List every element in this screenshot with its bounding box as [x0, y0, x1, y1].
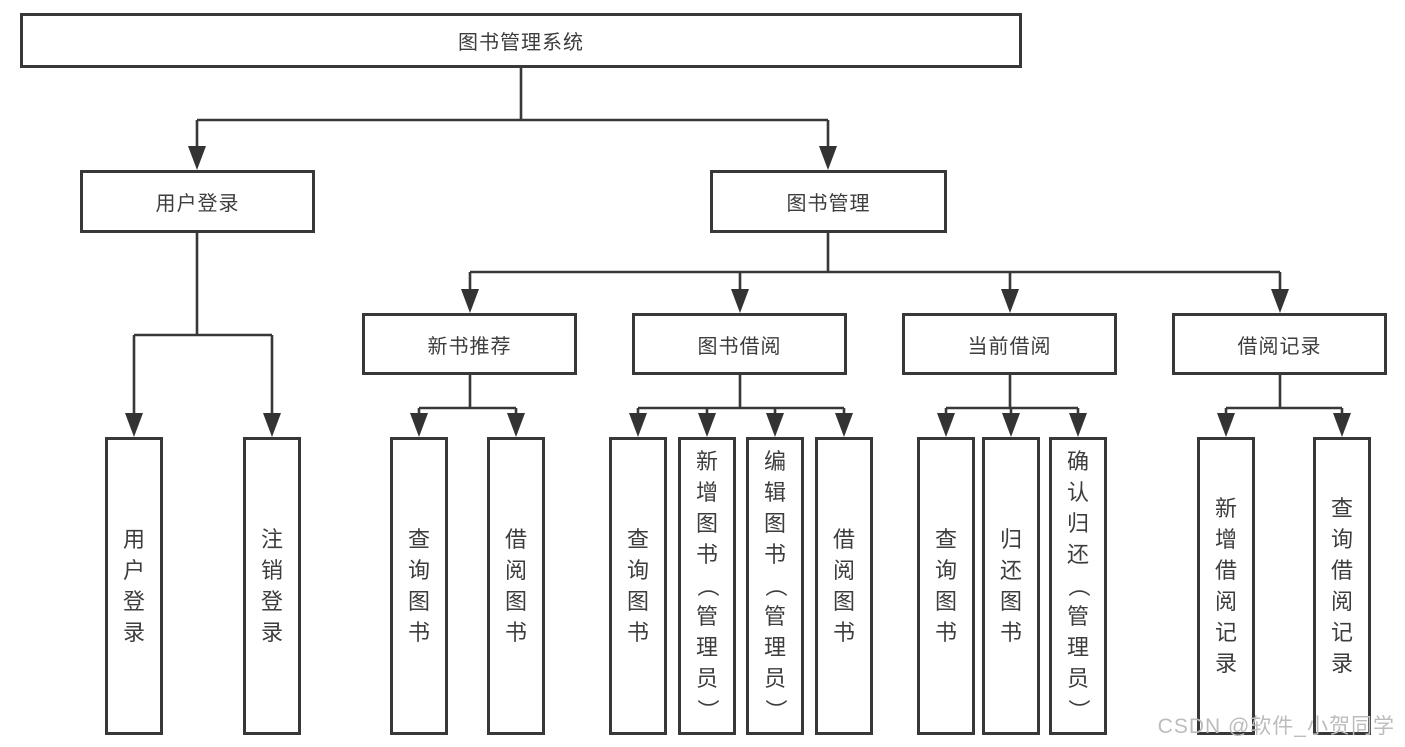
- connector-strokes: [132, 68, 1344, 417]
- leaf-label: 查询图书: [626, 526, 649, 645]
- arrowheads: [125, 146, 1351, 437]
- leaf-edit-book-admin: 编辑图书（管理员）: [746, 437, 804, 735]
- leaf-query-books-recommend: 查询图书: [390, 437, 448, 735]
- node-label: 用户登录: [155, 193, 240, 215]
- leaf-label: 新增图书（管理员）: [694, 449, 720, 722]
- node-current-borrow: 当前借阅: [902, 313, 1117, 375]
- leaf-label: 查询图书: [934, 526, 957, 645]
- leaf-query-books-borrow: 查询图书: [609, 437, 667, 735]
- node-label: 借阅记录: [1237, 335, 1322, 358]
- leaf-label: 查询借阅记录: [1330, 495, 1353, 676]
- node-new-book-recommend: 新书推荐: [362, 313, 577, 375]
- node-book-management: 图书管理: [710, 170, 947, 233]
- leaf-confirm-return-admin: 确认归还（管理员）: [1049, 437, 1107, 735]
- node-root: 图书管理系统: [20, 13, 1022, 68]
- leaf-query-borrow-record: 查询借阅记录: [1313, 437, 1371, 735]
- leaf-borrow-books-recommend: 借阅图书: [487, 437, 545, 735]
- node-user-login: 用户登录: [80, 170, 315, 233]
- leaf-add-borrow-record: 新增借阅记录: [1197, 437, 1255, 735]
- leaf-label: 借阅图书: [832, 526, 855, 645]
- node-root-label: 图书管理系统: [458, 32, 584, 54]
- leaf-label: 编辑图书（管理员）: [762, 449, 788, 722]
- leaf-add-book-admin: 新增图书（管理员）: [678, 437, 736, 735]
- leaf-label: 归还图书: [999, 526, 1022, 645]
- leaf-borrow-books: 借阅图书: [815, 437, 873, 735]
- leaf-label: 用户登录: [122, 526, 145, 645]
- node-label: 图书管理: [786, 193, 871, 215]
- leaf-label: 确认归还（管理员）: [1065, 449, 1091, 722]
- node-label: 图书借阅: [697, 335, 782, 358]
- node-label: 新书推荐: [427, 335, 512, 358]
- csdn-watermark: CSDN @软件_小贺同学: [1157, 715, 1395, 738]
- leaf-label: 借阅图书: [504, 526, 527, 645]
- leaf-label: 新增借阅记录: [1214, 495, 1237, 676]
- leaf-return-books: 归还图书: [982, 437, 1040, 735]
- node-label: 当前借阅: [967, 335, 1052, 358]
- leaf-label: 注销登录: [260, 526, 283, 645]
- leaf-logout: 注销登录: [243, 437, 301, 735]
- leaf-user-login: 用户登录: [105, 437, 163, 735]
- leaf-label: 查询图书: [407, 526, 430, 645]
- node-borrow-records: 借阅记录: [1172, 313, 1387, 375]
- leaf-query-books-current: 查询图书: [917, 437, 975, 735]
- node-book-borrow: 图书借阅: [632, 313, 847, 375]
